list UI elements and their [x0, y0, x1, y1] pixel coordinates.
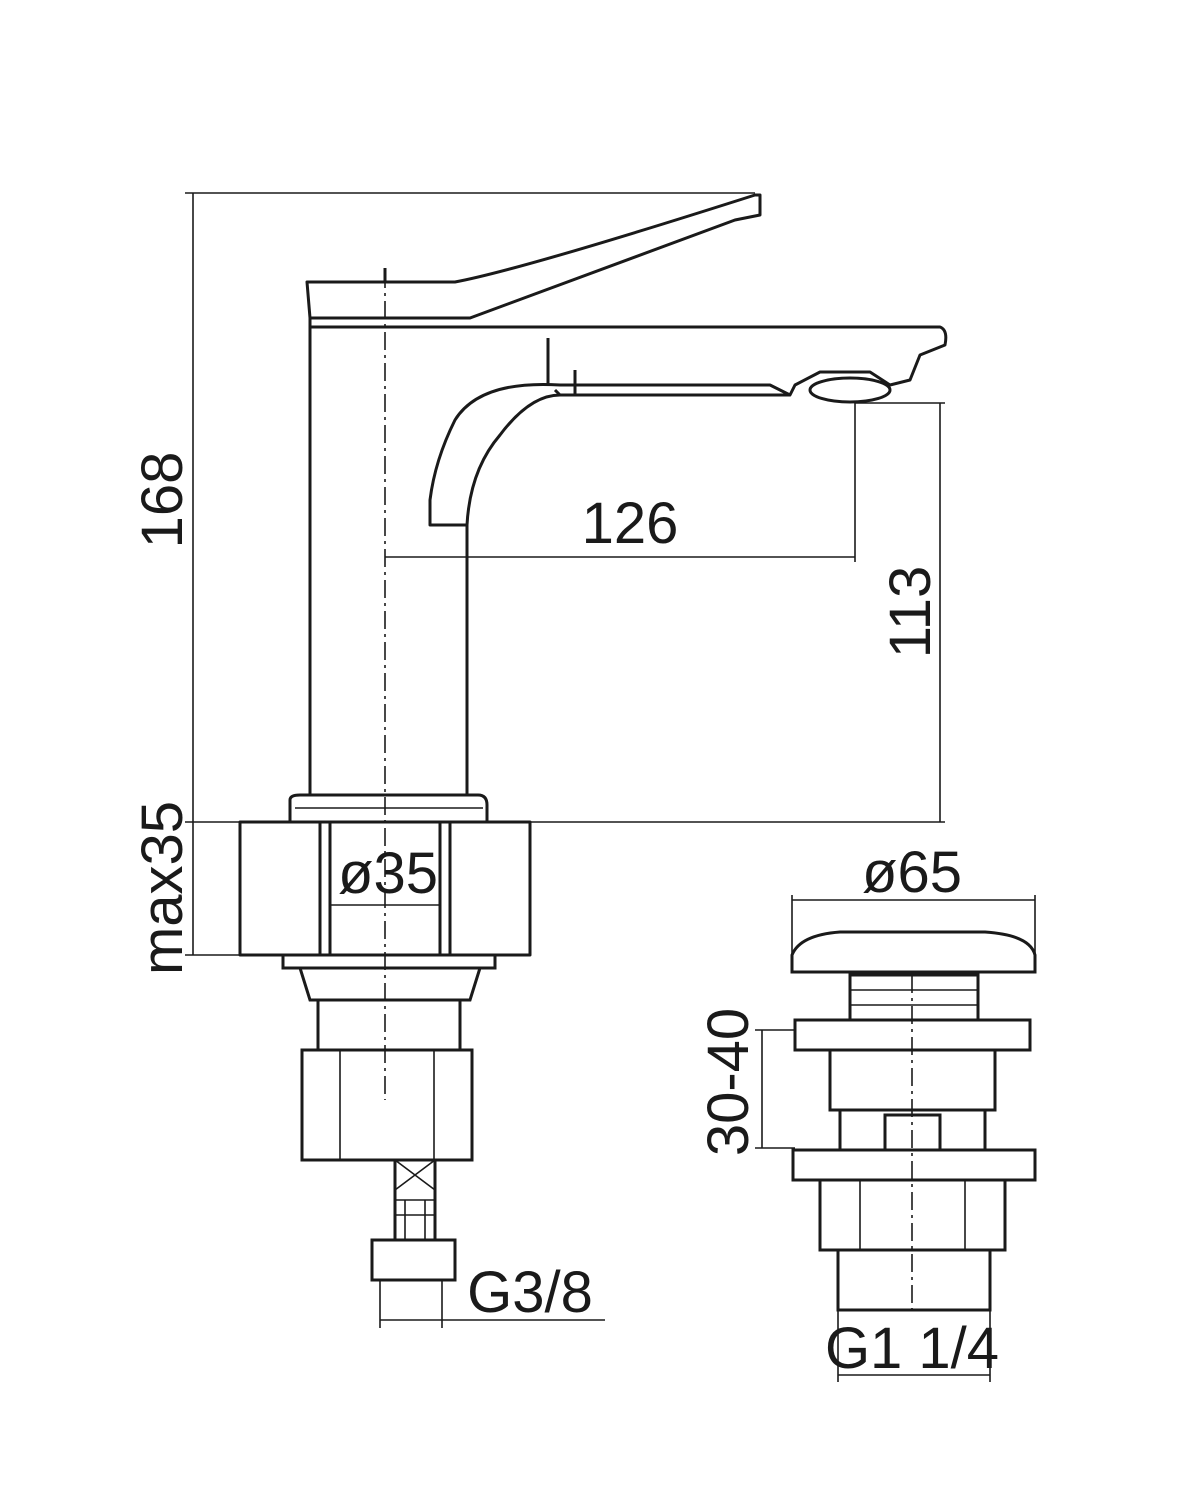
label-max-thickness: max35 [130, 801, 195, 975]
pop-up-waste [790, 930, 1037, 1312]
label-hole-diameter: ø35 [338, 841, 438, 906]
aerator [808, 376, 892, 404]
faucet [288, 193, 948, 824]
waste-cap [790, 930, 1037, 974]
label-spout-height: 113 [878, 566, 943, 658]
label-waste-thread: G1 1/4 [825, 1316, 999, 1381]
lever-handle [305, 193, 762, 320]
dimension-lines [185, 192, 1036, 1382]
hex-nut [300, 1048, 474, 1162]
hose-fitting [370, 1238, 457, 1282]
label-waste-range: 30-40 [696, 1008, 761, 1156]
label-spout-reach: 126 [582, 491, 679, 556]
spout [310, 325, 948, 527]
label-waste-cap-diameter: ø65 [862, 840, 962, 905]
label-total-height: 168 [130, 452, 195, 549]
faucet-body [308, 318, 469, 795]
mounting-hardware [281, 953, 497, 1282]
label-supply-thread: G3/8 [467, 1260, 593, 1325]
